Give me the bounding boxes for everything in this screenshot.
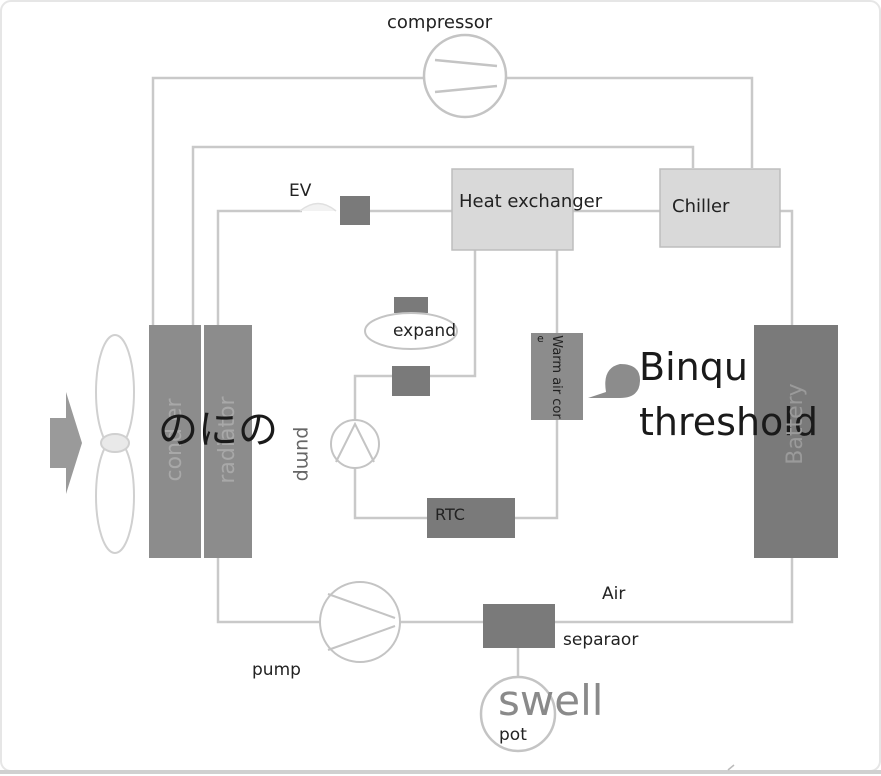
battery-box (754, 325, 838, 558)
pipe-radiator-pump (216, 558, 320, 624)
pipe-compressor-left (151, 76, 425, 325)
rtc-box (427, 498, 515, 538)
pot-label: pot (499, 725, 527, 745)
air-label: Air (602, 584, 626, 604)
radiator-box (204, 325, 252, 558)
overlay-glyphs: のにの (158, 407, 278, 453)
ev-valve-wing (299, 202, 337, 212)
pipes (151, 76, 794, 688)
fan-icon (95, 334, 135, 554)
expand-ellipse (364, 312, 458, 350)
corner-mark (727, 764, 735, 771)
pipe-compressor-right (505, 76, 754, 168)
upper-pump-label: pump (292, 426, 314, 482)
separator-label: separaor (563, 630, 639, 650)
lower-pump-label: pump (252, 660, 301, 680)
separator-box (483, 604, 555, 648)
pipe-chiller-top (191, 145, 695, 325)
pipe-hx-down (430, 250, 477, 378)
swell-pot-circle (479, 675, 557, 753)
battery-label: Battery (783, 383, 808, 465)
pipe-ev-left (216, 209, 302, 325)
ev-valve (340, 196, 370, 225)
threshold-label: threshold (639, 400, 818, 444)
lower-pump-symbol (319, 581, 401, 663)
chiller-label: Chiller (672, 196, 730, 217)
expand-label: expand (393, 321, 456, 341)
chiller-box (659, 168, 781, 248)
pipe-separator-battery (555, 558, 794, 624)
warm-air-core-label: Warm air cor (549, 335, 564, 419)
airflow-arrow-icon (50, 392, 82, 494)
ev-label: EV (289, 181, 312, 201)
condenser-box (149, 325, 201, 558)
compressor-symbol (422, 33, 508, 119)
expand-valve (392, 366, 430, 396)
swell-label: swell (498, 676, 604, 725)
compressor-label: compressor (387, 12, 493, 33)
pipe-chiller-battery (780, 209, 794, 325)
heat-exchanger-label: Heat exchanger (459, 191, 603, 212)
expand-cap (394, 297, 428, 313)
heat-exchanger-box (451, 168, 574, 251)
warm-air-core-prefix: e (537, 332, 544, 345)
upper-pump-symbol (330, 419, 380, 469)
warm-air-core-box (531, 333, 583, 420)
blower-icon (588, 364, 640, 398)
pipe-pump-rtc (353, 467, 427, 520)
rtc-label: RTC (435, 505, 465, 524)
pipe-rtc-warmair (515, 420, 559, 520)
pipe-expand-left (353, 374, 392, 420)
binqu-label: Binqu (639, 345, 748, 389)
